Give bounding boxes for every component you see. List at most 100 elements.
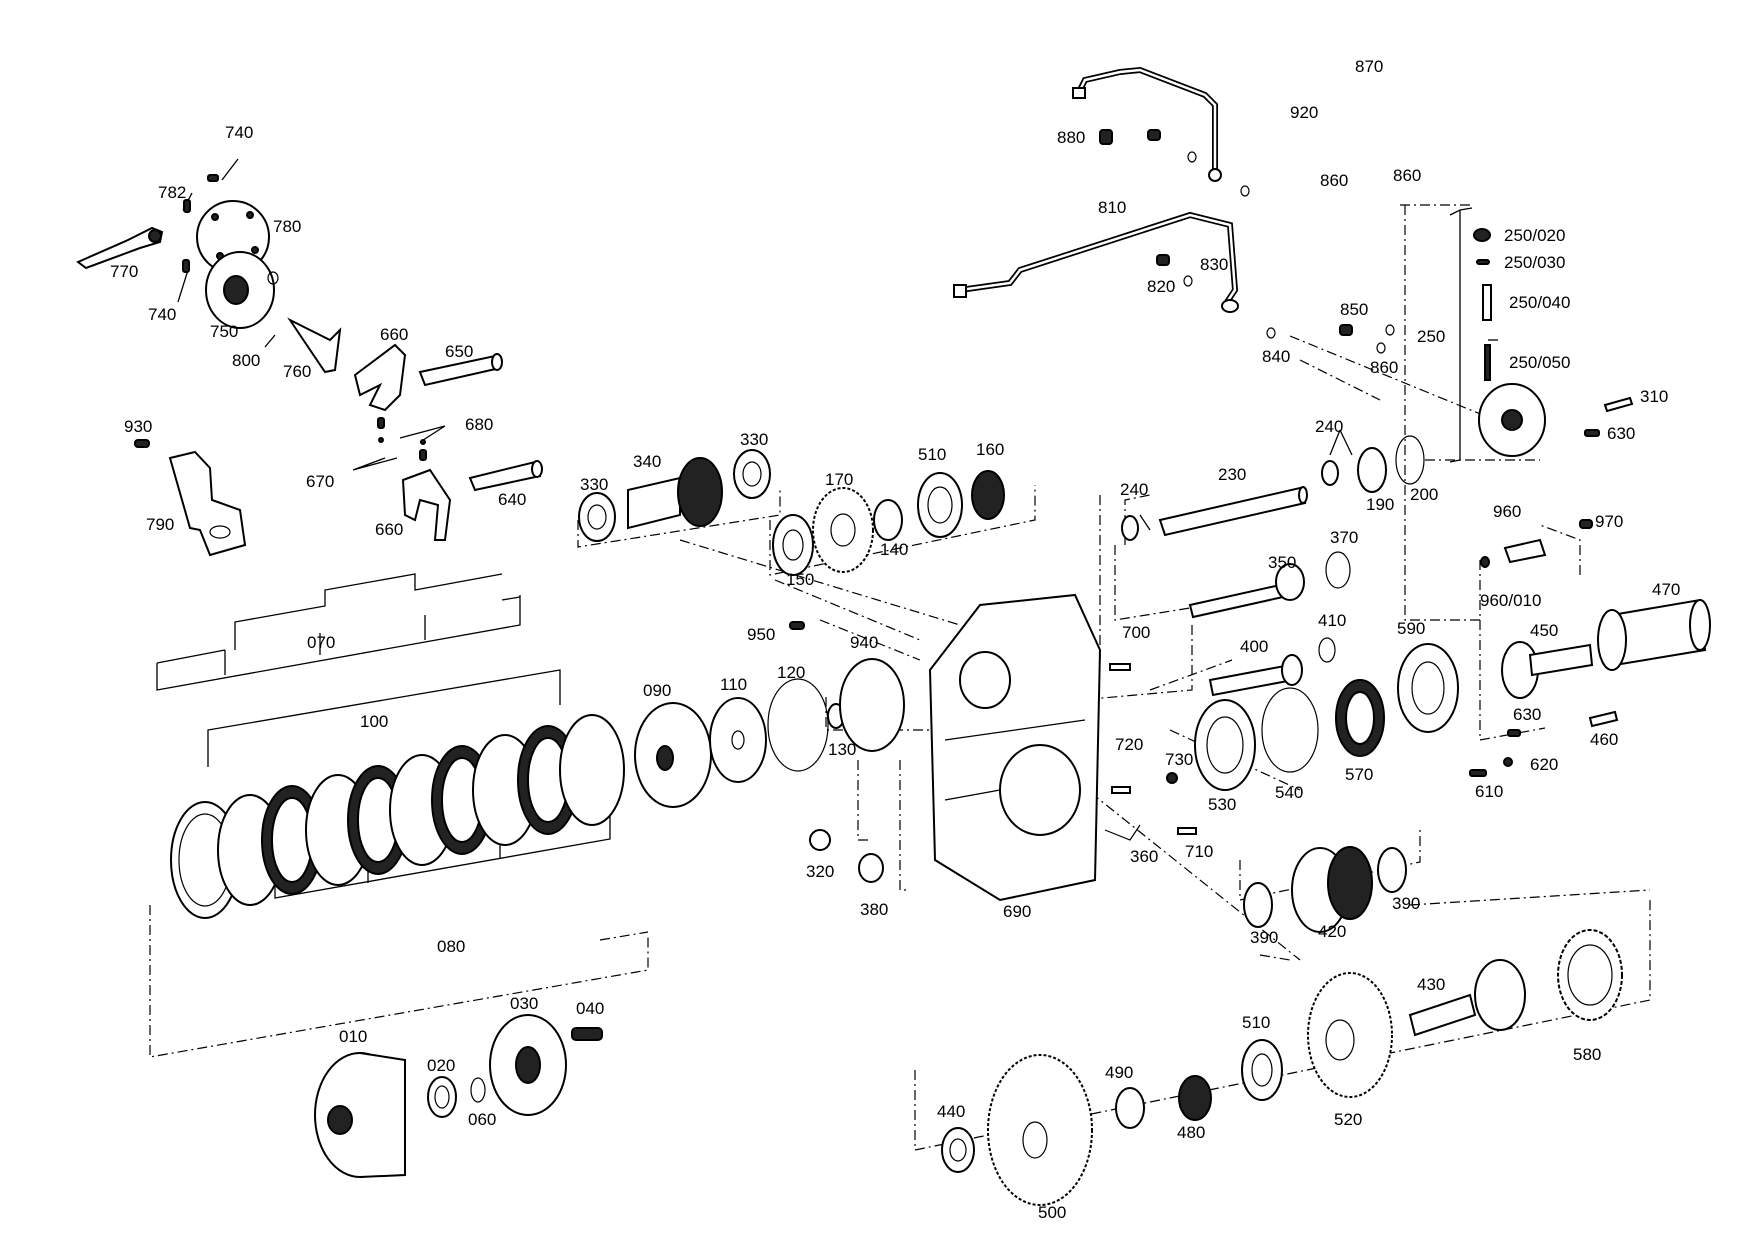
- part-170-gear: [812, 487, 874, 573]
- part-870-pipe: [1072, 66, 1222, 182]
- label: 920: [1290, 103, 1318, 122]
- part-790-bracket: [168, 450, 247, 557]
- parts-390-420: [1243, 846, 1407, 933]
- small-parts-center: [789, 621, 1197, 883]
- label: 480: [1177, 1123, 1205, 1142]
- label: 250/040: [1509, 293, 1570, 312]
- part-660-fork-upper: [353, 343, 407, 412]
- label: 580: [1573, 1045, 1601, 1064]
- label: 460: [1590, 730, 1618, 749]
- label: 740: [148, 305, 176, 324]
- label: 090: [643, 681, 671, 700]
- label: 030: [510, 994, 538, 1013]
- label: 840: [1262, 347, 1290, 366]
- parts-240-190-200: [1121, 435, 1425, 541]
- parts-450-470-960: [1480, 519, 1711, 699]
- label: 760: [283, 362, 311, 381]
- label: 310: [1640, 387, 1668, 406]
- label: 610: [1475, 782, 1503, 801]
- label: 410: [1318, 611, 1346, 630]
- label: 390: [1250, 928, 1278, 947]
- label: 860: [1320, 171, 1348, 190]
- label: 350: [1268, 553, 1296, 572]
- part-010-drum: [314, 1052, 406, 1178]
- part-580-ring: [1557, 929, 1623, 1021]
- label: 780: [273, 217, 301, 236]
- label: 200: [1410, 485, 1438, 504]
- label: 820: [1147, 277, 1175, 296]
- label: 360: [1130, 847, 1158, 866]
- part-490-bushing: [1115, 1087, 1145, 1129]
- pins-670-680: [377, 417, 427, 461]
- label: 950: [747, 625, 775, 644]
- label: 510: [918, 445, 946, 464]
- label: 250/020: [1504, 226, 1565, 245]
- label: 790: [146, 515, 174, 534]
- clutch-pack: [170, 714, 625, 919]
- part-160-gear: [971, 470, 1005, 520]
- label: 250: [1417, 327, 1445, 346]
- part-330-bearing-left: [578, 492, 616, 542]
- label: 320: [806, 862, 834, 881]
- label: 150: [786, 570, 814, 589]
- label: 470: [1652, 580, 1680, 599]
- label: 380: [860, 900, 888, 919]
- label: 800: [232, 351, 260, 370]
- label: 970: [1595, 512, 1623, 531]
- part-510-bearing-upper: [917, 472, 963, 538]
- label: 630: [1513, 705, 1541, 724]
- label: 370: [1330, 528, 1358, 547]
- label: 930: [124, 417, 152, 436]
- label: 420: [1318, 922, 1346, 941]
- label: 770: [110, 262, 138, 281]
- part-120-ring: [767, 678, 829, 772]
- label: 590: [1397, 619, 1425, 638]
- label: 960/010: [1480, 591, 1541, 610]
- part-030-gear: [489, 1014, 567, 1116]
- part-250-valve: [1449, 207, 1546, 463]
- leader-lines: [149, 158, 1651, 1151]
- label: 250/050: [1509, 353, 1570, 372]
- label: 190: [1366, 495, 1394, 514]
- label: 160: [976, 440, 1004, 459]
- label: 430: [1417, 975, 1445, 994]
- part-520-gear: [1307, 972, 1393, 1098]
- part-500-gear: [987, 1054, 1093, 1206]
- label: 730: [1165, 750, 1193, 769]
- part-650-pin: [418, 353, 503, 387]
- label: 140: [880, 540, 908, 559]
- label: 540: [1275, 783, 1303, 802]
- label: 080: [437, 937, 465, 956]
- parts-020-060: [427, 1076, 486, 1118]
- label: 510: [1242, 1013, 1270, 1032]
- label: 400: [1240, 637, 1268, 656]
- part-660-fork-lower: [401, 468, 452, 541]
- part-330-bearing-right: [733, 449, 771, 499]
- label: 170: [825, 470, 853, 489]
- part-810-pipe: [953, 211, 1239, 313]
- label: 240: [1120, 480, 1148, 499]
- label: 110: [720, 675, 747, 694]
- label: 390: [1392, 894, 1420, 913]
- label: 020: [427, 1056, 455, 1075]
- label: 240: [1315, 417, 1343, 436]
- part-110-disc: [709, 697, 767, 783]
- part-430-shaft: [1408, 959, 1526, 1037]
- label: 120: [777, 663, 805, 682]
- small-pins-top-left: [182, 174, 279, 285]
- part-930-bolt: [134, 439, 150, 448]
- label: 130: [828, 740, 856, 759]
- part-770-lever: [76, 226, 164, 270]
- label: 870: [1355, 57, 1383, 76]
- part-440-bearing: [941, 1127, 975, 1173]
- pipe-fittings: [1099, 129, 1395, 354]
- label: 100: [360, 712, 388, 731]
- part-640-pin: [468, 460, 543, 492]
- part-040-spring: [571, 1027, 603, 1041]
- part-340-gear: [627, 457, 723, 530]
- label: 700: [1122, 623, 1150, 642]
- label: 620: [1530, 755, 1558, 774]
- label: 850: [1340, 300, 1368, 319]
- part-690-housing: [928, 593, 1102, 902]
